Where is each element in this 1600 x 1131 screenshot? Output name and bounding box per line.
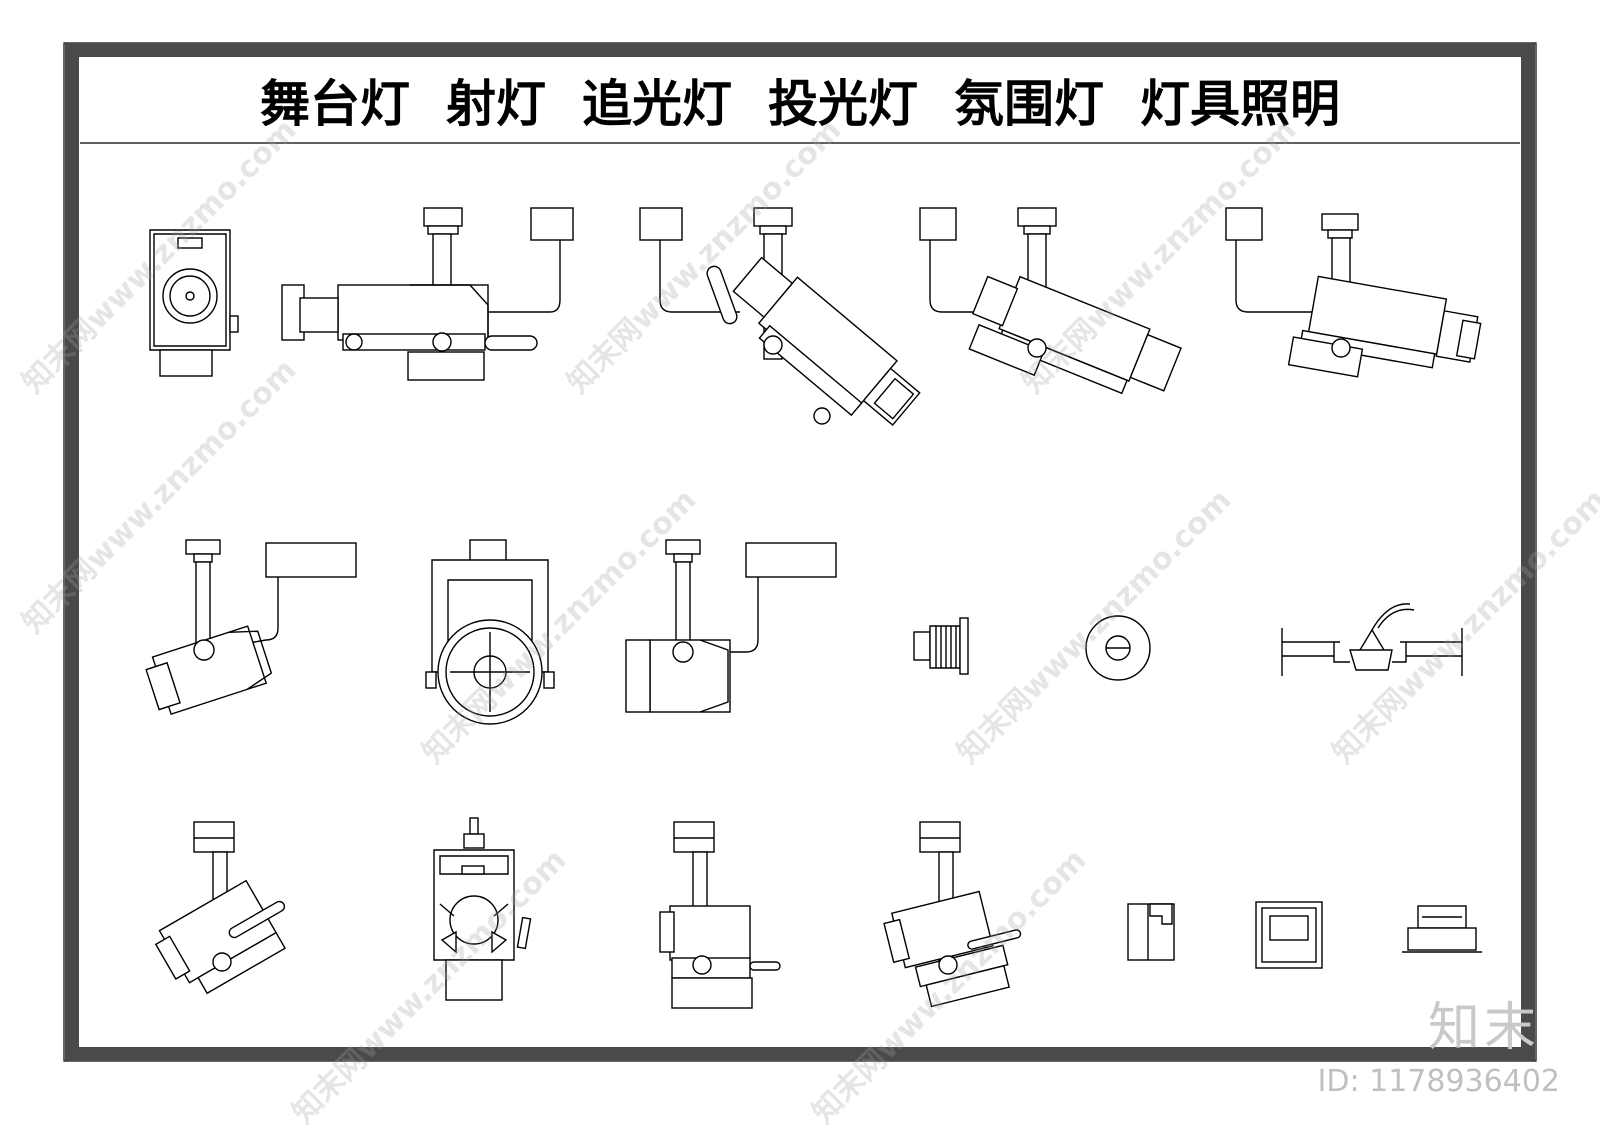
fixture-follow-spot-front xyxy=(425,539,555,725)
fixture-track-spot-low-side xyxy=(659,821,781,1009)
drawing-frame xyxy=(63,42,1537,1062)
fixture-moving-head-front xyxy=(149,229,239,377)
title-item-stage-light: 舞台灯 xyxy=(260,75,410,133)
page-title: 舞台灯 射灯 追光灯 投光灯 氛围灯 灯具照明 xyxy=(80,56,1520,144)
fixture-spotlight-tilted-10 xyxy=(1225,207,1482,378)
title-item-ambient-light: 氛围灯 xyxy=(954,75,1104,133)
fixture-spotlight-tilted-20 xyxy=(919,207,1182,395)
fixture-wall-lamp-front xyxy=(1255,901,1323,969)
fixture-track-spot-side xyxy=(625,539,837,713)
fixture-ceiling-lamp-side xyxy=(1402,905,1482,953)
fixture-recessed-downlight-plan xyxy=(1085,615,1151,681)
fixture-wall-lamp-side xyxy=(1127,903,1175,961)
fixture-spotlight-tilted-45 xyxy=(639,207,921,427)
title-item-floodlight: 投光灯 xyxy=(768,75,918,133)
fixture-follow-spot-rear xyxy=(433,817,532,1001)
fixture-track-spot-tilted xyxy=(145,539,357,715)
id-label: ID: 1178936402 xyxy=(1317,1064,1560,1099)
title-item-follow-spot: 追光灯 xyxy=(582,75,732,133)
fixture-spotlight-side-horizontal xyxy=(281,207,574,381)
title-item-spotlight: 射灯 xyxy=(446,75,546,133)
fixture-track-spot-low-angled xyxy=(883,821,1022,1008)
brand-logo: 知末 xyxy=(1427,998,1540,1058)
fixture-ceiling-mounted-spot xyxy=(1281,603,1463,676)
fixture-track-spot-low-tilted xyxy=(154,821,287,995)
fixture-recessed-downlight-side xyxy=(913,617,969,675)
title-item-lighting-fixtures: 灯具照明 xyxy=(1140,75,1340,133)
